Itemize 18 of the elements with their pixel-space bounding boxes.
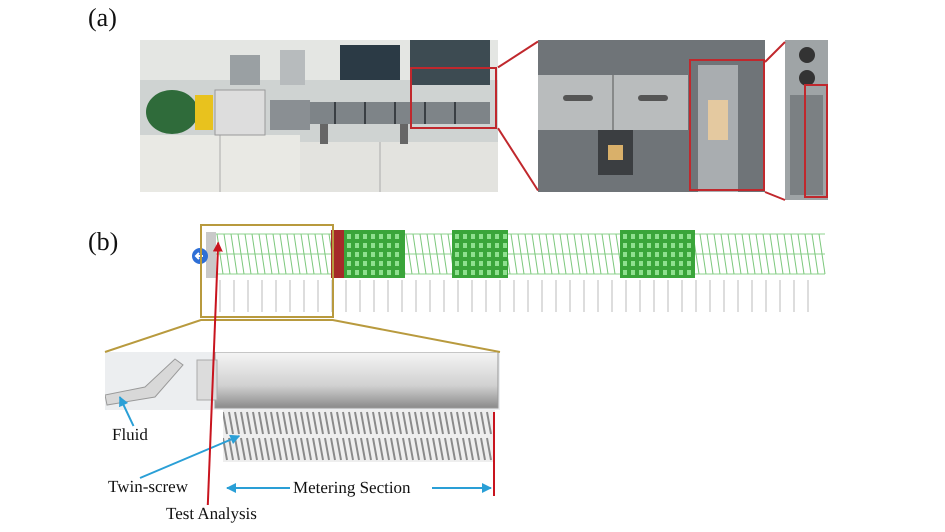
part-label: Twin-screw [108,478,188,497]
marker-arrow [206,242,223,506]
zoomed-photo [785,40,828,200]
leader-arrow [118,396,134,426]
zoom-line [764,41,786,201]
zoom-line [104,319,500,353]
zoom-line [497,40,539,192]
marker-label: Test Analysis [166,505,257,524]
barrel-drawing [105,352,500,410]
twin-screw-drawing [223,410,495,462]
zoomed-photo [538,40,765,192]
fluid-inlet-drawing [105,357,185,407]
leader-arrow [140,434,240,479]
extruder-photo [140,40,498,192]
panel-label: (a) [88,4,117,33]
part-label: Fluid [112,426,148,445]
dimension-label: Metering Section [293,479,411,498]
panel-label: (b) [88,228,118,257]
